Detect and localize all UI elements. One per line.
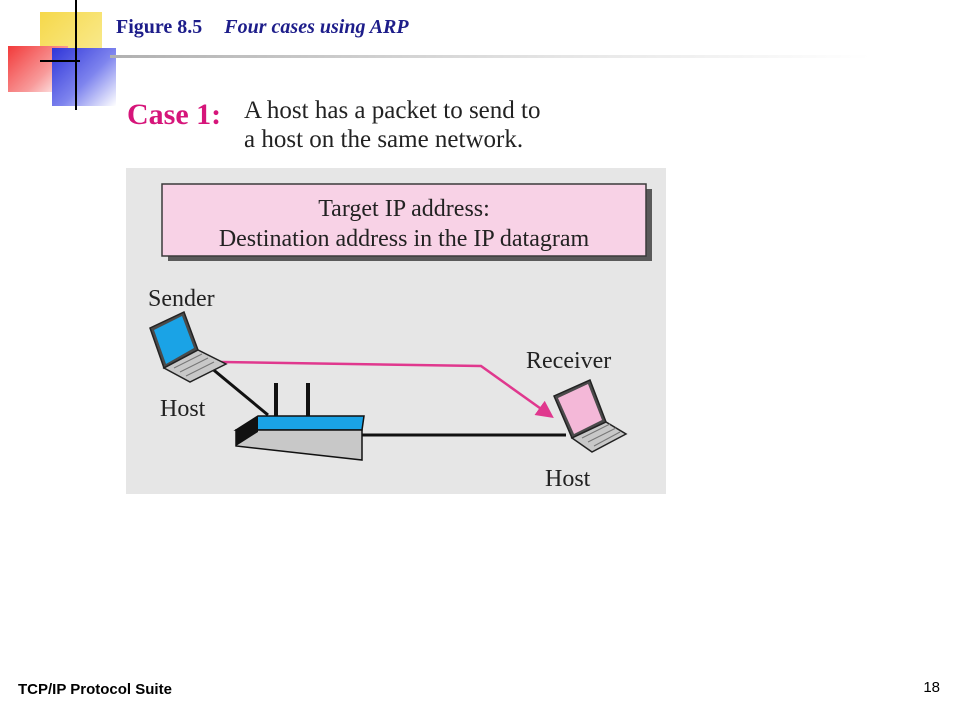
sender-host-label: Host — [160, 396, 206, 422]
laptop-icon — [553, 378, 628, 453]
laptop-icon — [149, 310, 228, 383]
cable-sender-router — [203, 360, 269, 417]
footer-title: TCP/IP Protocol Suite — [18, 681, 172, 698]
target-ip-line2: Destination address in the IP datagram — [219, 226, 590, 252]
target-ip-box: Target IP address: Destination address i… — [161, 183, 652, 261]
case-description: A host has a packet to send to a host on… — [244, 97, 541, 153]
page-number: 18 — [923, 679, 940, 696]
target-ip-line1: Target IP address: — [318, 196, 490, 222]
arp-diagram: Target IP address: Destination address i… — [126, 168, 666, 494]
title-rule — [110, 55, 870, 58]
case-label: Case 1: — [127, 98, 222, 131]
corner-decoration-vline — [75, 0, 77, 110]
corner-decoration-hline — [40, 60, 80, 62]
figure-title: Figure 8.5 Four cases using ARP — [116, 16, 409, 39]
receiver-host-label: Host — [545, 466, 591, 492]
sender-label: Sender — [148, 286, 215, 312]
receiver-label: Receiver — [526, 348, 611, 374]
figure-caption: Four cases using ARP — [224, 16, 409, 38]
arrow-icon — [220, 360, 554, 419]
corner-decoration-blue — [52, 48, 116, 106]
router-icon — [233, 383, 365, 461]
figure-number: Figure 8.5 — [116, 16, 203, 38]
